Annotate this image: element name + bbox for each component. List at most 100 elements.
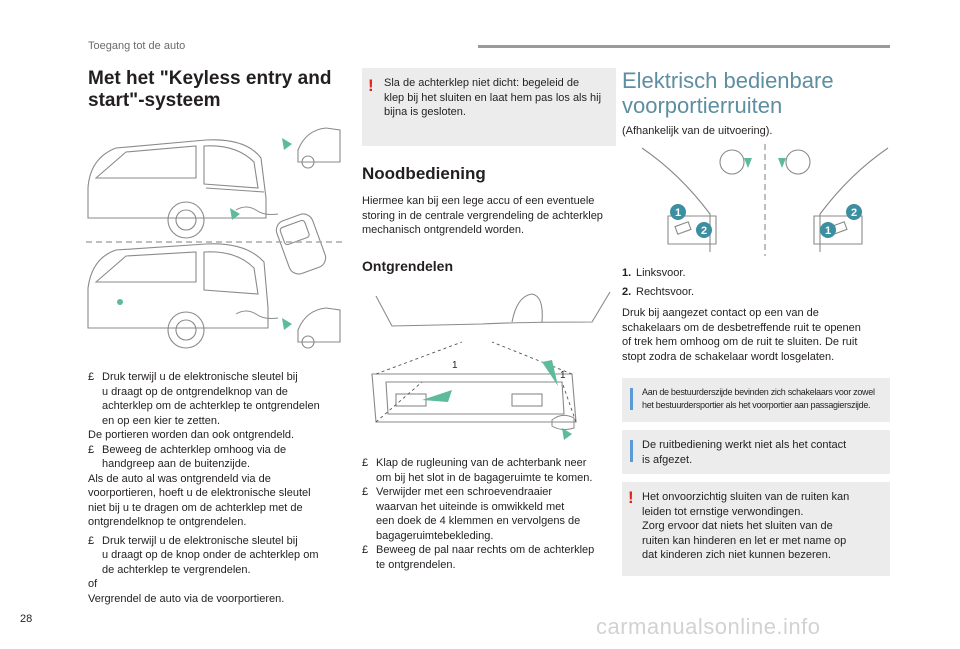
info-box-driver-switches: Aan de bestuurderszijde bevinden zich sc…	[622, 378, 890, 422]
windows-title-line1: Elektrisch bedienbare	[622, 68, 834, 93]
step-text: Beweeg de achterklep omhoog via de handg…	[102, 443, 286, 472]
text-line: is afgezet.	[642, 453, 693, 466]
text-line: bijna is gesloten.	[384, 106, 466, 118]
step-text: Verwijder met een schroevendraaier waarv…	[376, 485, 580, 543]
info-icon	[630, 440, 633, 462]
bullet-icon: £	[362, 457, 369, 469]
text-line: de achterklep te vergrendelen.	[102, 563, 251, 576]
step-lift-tailgate: £ Beweeg de achterklep omhoog via de han…	[88, 443, 350, 472]
info-text: De ruitbediening werkt niet als het cont…	[642, 438, 886, 467]
text-line: Sla de achterklep niet dicht: begeleid d…	[384, 77, 580, 89]
emergency-title: Noodbediening	[362, 164, 486, 183]
warning-text: Sla de achterklep niet dicht: begeleid d…	[384, 76, 612, 120]
step-text: Druk terwijl u de elektronische sleutel …	[102, 534, 318, 578]
text-line: waarvan het uiteinde is omwikkeld met	[376, 500, 565, 513]
text-line: ruiten kan hinderen en let er met name o…	[642, 534, 847, 547]
text-line: Druk bij aangezet contact op een van de	[622, 307, 819, 319]
text-line: achterklep om de achterklep te ontgrende…	[102, 400, 320, 412]
text-line: ontgrendelknop te ontgrendelen.	[88, 516, 247, 528]
legend-item: 2. Rechtsvoor.	[622, 285, 890, 300]
text-line: Beweeg de pal naar rechts om de achterkl…	[376, 544, 595, 556]
step-move-latch: £ Beweeg de pal naar rechts om de achter…	[362, 543, 616, 572]
warning-icon: !	[368, 76, 374, 95]
windows-operation-text: Druk bij aangezet contact op een van de …	[622, 306, 890, 364]
legend-label: Rechtsvoor.	[636, 285, 695, 298]
bullet-icon: £	[88, 443, 95, 456]
badge-number: 1	[825, 225, 831, 237]
text-line: een doek de 4 klemmen en vervolgens de	[376, 515, 581, 527]
text-line: stopt zodra de schakelaar wordt losgelat…	[622, 350, 835, 363]
text-line: Als de auto al was ontgrendeld via de	[88, 472, 271, 485]
window-warning-box: ! Het onvoorzichtig sluiten van de ruite…	[622, 482, 890, 576]
text-line: De portieren worden dan ook ontgrendeld.	[88, 429, 295, 441]
bullet-icon: £	[88, 371, 95, 383]
text-line: bagageruimtebekleding.	[376, 529, 494, 542]
text-line: of	[88, 578, 98, 590]
text-line: Verwijder met een schroevendraaier	[376, 486, 553, 498]
page-number: 28	[20, 613, 33, 625]
bullet-icon: £	[362, 486, 369, 498]
text-line: Druk terwijl u de elektronische sleutel …	[102, 371, 298, 383]
badge-number: 2	[701, 225, 707, 237]
windows-title-line2: voorportierruiten	[622, 93, 783, 118]
figure-label-1b: 1	[560, 370, 566, 381]
section-header: Toegang tot de auto	[88, 40, 186, 52]
keyless-title-line2: start"-systeem	[88, 90, 221, 111]
text-line: Zorg ervoor dat niets het sluiten van de	[642, 520, 833, 532]
text-line: niet bij u te dragen om de achterklep me…	[88, 501, 303, 514]
emergency-intro: Hiermee kan bij een lege accu of een eve…	[362, 194, 616, 238]
text-line: Druk terwijl u de elektronische sleutel …	[102, 534, 298, 547]
text-line: of trek hem omhoog om de ruit te sluiten…	[622, 336, 858, 348]
warning-text: Het onvoorzichtig sluiten van de ruiten …	[642, 490, 886, 563]
text-line: Beweeg de achterklep omhoog via de	[102, 443, 287, 456]
text-line: Aan de bestuurderszijde bevinden zich sc…	[642, 387, 875, 397]
keyless-instructions: £ Druk terwijl u de elektronische sleute…	[88, 370, 350, 606]
bullet-icon: £	[88, 534, 95, 547]
step-fold-seat: £ Klap de rugleuning van de achterbank n…	[362, 456, 616, 485]
text-line: leiden tot ernstige verwondingen.	[642, 505, 804, 518]
text-line: dat kinderen zich niet kunnen bezeren.	[642, 549, 831, 561]
bullet-icon: £	[362, 544, 369, 556]
text-line: De ruitbediening werkt niet als het cont…	[642, 439, 847, 451]
text-line: storing in de centrale vergrendeling de …	[362, 209, 603, 222]
unlock-steps: £ Klap de rugleuning van de achterbank n…	[362, 456, 616, 572]
figure-label-1a: 1	[452, 360, 458, 371]
badge-number: 2	[851, 207, 857, 219]
text-line: te ontgrendelen.	[376, 558, 456, 571]
text-line: mechanisch ontgrendeld worden.	[362, 224, 525, 236]
watermark: carmanualsonline.info	[596, 614, 821, 639]
text-line: u draagt op de ontgrendelknop van de	[102, 385, 288, 398]
step-text: Druk terwijl u de elektronische sleutel …	[102, 370, 320, 428]
keyless-car-illustration	[86, 127, 342, 349]
text-line: het bestuurdersportier als het voorporti…	[642, 400, 871, 410]
keyless-title: Met het "Keyless entry and start"-systee…	[88, 68, 358, 112]
legend-number: 2.	[622, 285, 632, 298]
unlock-subtitle: Ontgrendelen	[362, 258, 454, 274]
boot-panel-illustration: 1 1	[371, 291, 611, 440]
text-line: Vergrendel de auto via de voorportieren.	[88, 592, 285, 605]
text-line: klep bij het sluiten en laat hem pas los…	[384, 91, 602, 104]
step-lock-tailgate: £ Druk terwijl u de elektronische sleute…	[88, 534, 350, 578]
keyless-title-line1: Met het "Keyless entry and	[88, 68, 332, 89]
text-line: Hiermee kan bij een lege accu of een eve…	[362, 195, 595, 207]
text-line: om bij het slot in de bagageruimte te ko…	[376, 471, 593, 484]
badge-number: 1	[675, 207, 681, 219]
step-text: Klap de rugleuning van de achterbank nee…	[376, 456, 592, 485]
text-line: schakelaars om de desbetreffende ruit te…	[622, 321, 861, 334]
info-icon	[630, 388, 633, 410]
windows-title: Elektrisch bedienbare voorportierruiten	[622, 68, 892, 118]
step-text: Beweeg de pal naar rechts om de achterkl…	[376, 543, 594, 572]
info-box-ignition: De ruitbediening werkt niet als het cont…	[622, 430, 890, 474]
text-line: handgreep aan de buitenzijde.	[102, 458, 251, 470]
window-switch-illustration: 1 2 2 1	[641, 144, 889, 256]
windows-subtitle: (Afhankelijk van de uitvoering).	[622, 125, 773, 137]
legend-label: Linksvoor.	[636, 267, 686, 279]
switch-badges: 1 2 2 1	[670, 204, 862, 238]
step-remove-trim: £ Verwijder met een schroevendraaier waa…	[362, 485, 616, 543]
switch-legend: 1. Linksvoor. 2. Rechtsvoor.	[622, 266, 890, 299]
info-text: Aan de bestuurderszijde bevinden zich sc…	[642, 386, 886, 412]
warning-icon: !	[628, 488, 634, 507]
text-line: en op een kier te zetten.	[102, 414, 221, 427]
step-unlock-tailgate: £ Druk terwijl u de elektronische sleute…	[88, 370, 350, 428]
text-line: Het onvoorzichtig sluiten van de ruiten …	[642, 491, 850, 503]
